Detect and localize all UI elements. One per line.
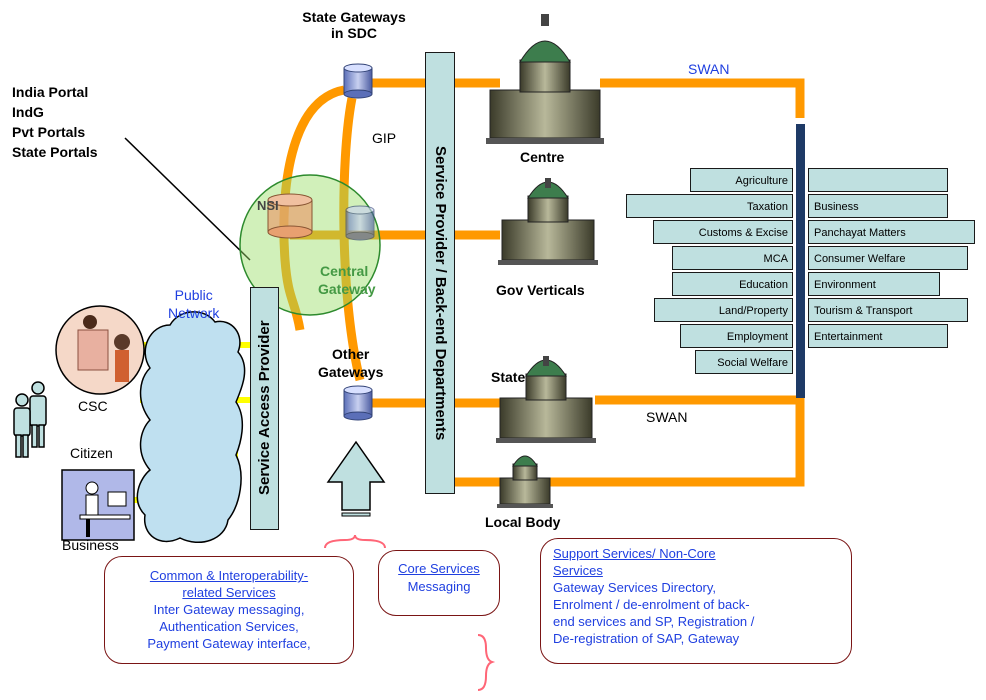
csc-label: CSC	[78, 398, 108, 414]
support-services-line: Enrolment / de-enrolment of back-	[553, 597, 750, 612]
department-panchayat-matters: Panchayat Matters	[808, 220, 975, 244]
local-body-label: Local Body	[485, 514, 561, 530]
department-customs-excise: Customs & Excise	[653, 220, 793, 244]
other-gateways-label: Other Gateways	[318, 346, 384, 380]
department-employment: Employment	[680, 324, 793, 348]
nsi-database-icon	[267, 193, 313, 239]
core-services-box: Core Services Messaging	[378, 550, 500, 616]
citizen-figures-icon	[13, 381, 47, 458]
department-entertainment: Entertainment	[808, 324, 948, 348]
up-arrow-icon	[326, 440, 386, 517]
department-mca: MCA	[672, 246, 793, 270]
local-body-building-icon	[497, 455, 553, 508]
service-provider-backend-label: Service Provider / Back-end Departments	[432, 146, 449, 441]
other-gateway-icon	[343, 385, 373, 421]
nsi-label: NSI	[257, 198, 279, 213]
core-services-brace	[324, 534, 386, 549]
public-network-label: Public Network	[168, 287, 220, 321]
support-services-line: end services and SP, Registration /	[553, 614, 755, 629]
department-taxation: Taxation	[626, 194, 793, 218]
portal-item: India Portal	[12, 84, 89, 100]
department-environment: Environment	[808, 272, 940, 296]
department-social-welfare: Social Welfare	[695, 350, 793, 374]
common-services-line: Payment Gateway interface,	[147, 636, 311, 651]
common-services-line: Inter Gateway messaging,	[153, 602, 305, 617]
common-services-title-2[interactable]: related Services	[182, 585, 276, 600]
gip-label: GIP	[372, 130, 397, 146]
portals-list: India Portal IndG Pvt Portals State Port…	[12, 82, 98, 162]
common-services-box: Common & Interoperability- related Servi…	[104, 556, 354, 664]
support-services-line: De-registration of SAP, Gateway	[553, 631, 740, 646]
public-network-cloud	[136, 311, 246, 543]
state-gateway-icon	[343, 63, 373, 99]
department-agriculture: Agriculture	[690, 168, 793, 192]
common-services-line: Authentication Services,	[159, 619, 299, 634]
portal-pointer-line	[124, 137, 251, 261]
core-services-title[interactable]: Core Services	[398, 561, 480, 576]
department-blank	[808, 168, 948, 192]
central-gateway-icon	[345, 205, 375, 241]
common-services-title[interactable]: Common & Interoperability-	[149, 568, 309, 583]
portal-item: State Portals	[12, 144, 98, 160]
service-access-provider-bar	[250, 287, 279, 530]
support-services-title-2[interactable]: Services	[553, 563, 603, 578]
support-services-line: Gateway Services Directory,	[553, 580, 717, 595]
department-consumer-welfare: Consumer Welfare	[808, 246, 968, 270]
portal-item: IndG	[12, 104, 44, 120]
gov-verticals-label: Gov Verticals	[496, 282, 585, 298]
department-business: Business	[808, 194, 948, 218]
core-services-line: Messaging	[407, 579, 471, 594]
business-label: Business	[62, 537, 119, 553]
csc-photo	[55, 305, 145, 395]
state-building-icon	[496, 356, 596, 443]
state-label: State	[491, 369, 526, 385]
department-spine	[796, 124, 805, 398]
gov-verticals-building-icon	[498, 178, 598, 265]
department-land-property: Land/Property	[654, 298, 793, 322]
support-services-box: Support Services/ Non-Core Services Gate…	[540, 538, 852, 664]
business-user-icon	[61, 469, 135, 541]
centre-label: Centre	[520, 149, 565, 165]
department-tourism-transport: Tourism & Transport	[808, 298, 968, 322]
service-access-provider-label: Service Access Provider	[256, 320, 273, 495]
swan-bottom-label: SWAN	[646, 409, 688, 425]
central-gateway-label: Central Gateway	[318, 263, 376, 297]
support-services-brace	[477, 634, 496, 691]
citizen-label: Citizen	[70, 445, 113, 461]
state-gateways-label: State Gateways in SDC	[302, 9, 406, 41]
swan-top-label: SWAN	[688, 61, 730, 77]
department-education: Education	[672, 272, 793, 296]
centre-building-icon	[486, 14, 604, 144]
support-services-title[interactable]: Support Services/ Non-Core	[553, 546, 716, 561]
portal-item: Pvt Portals	[12, 124, 86, 140]
service-provider-backend-bar	[425, 52, 455, 494]
